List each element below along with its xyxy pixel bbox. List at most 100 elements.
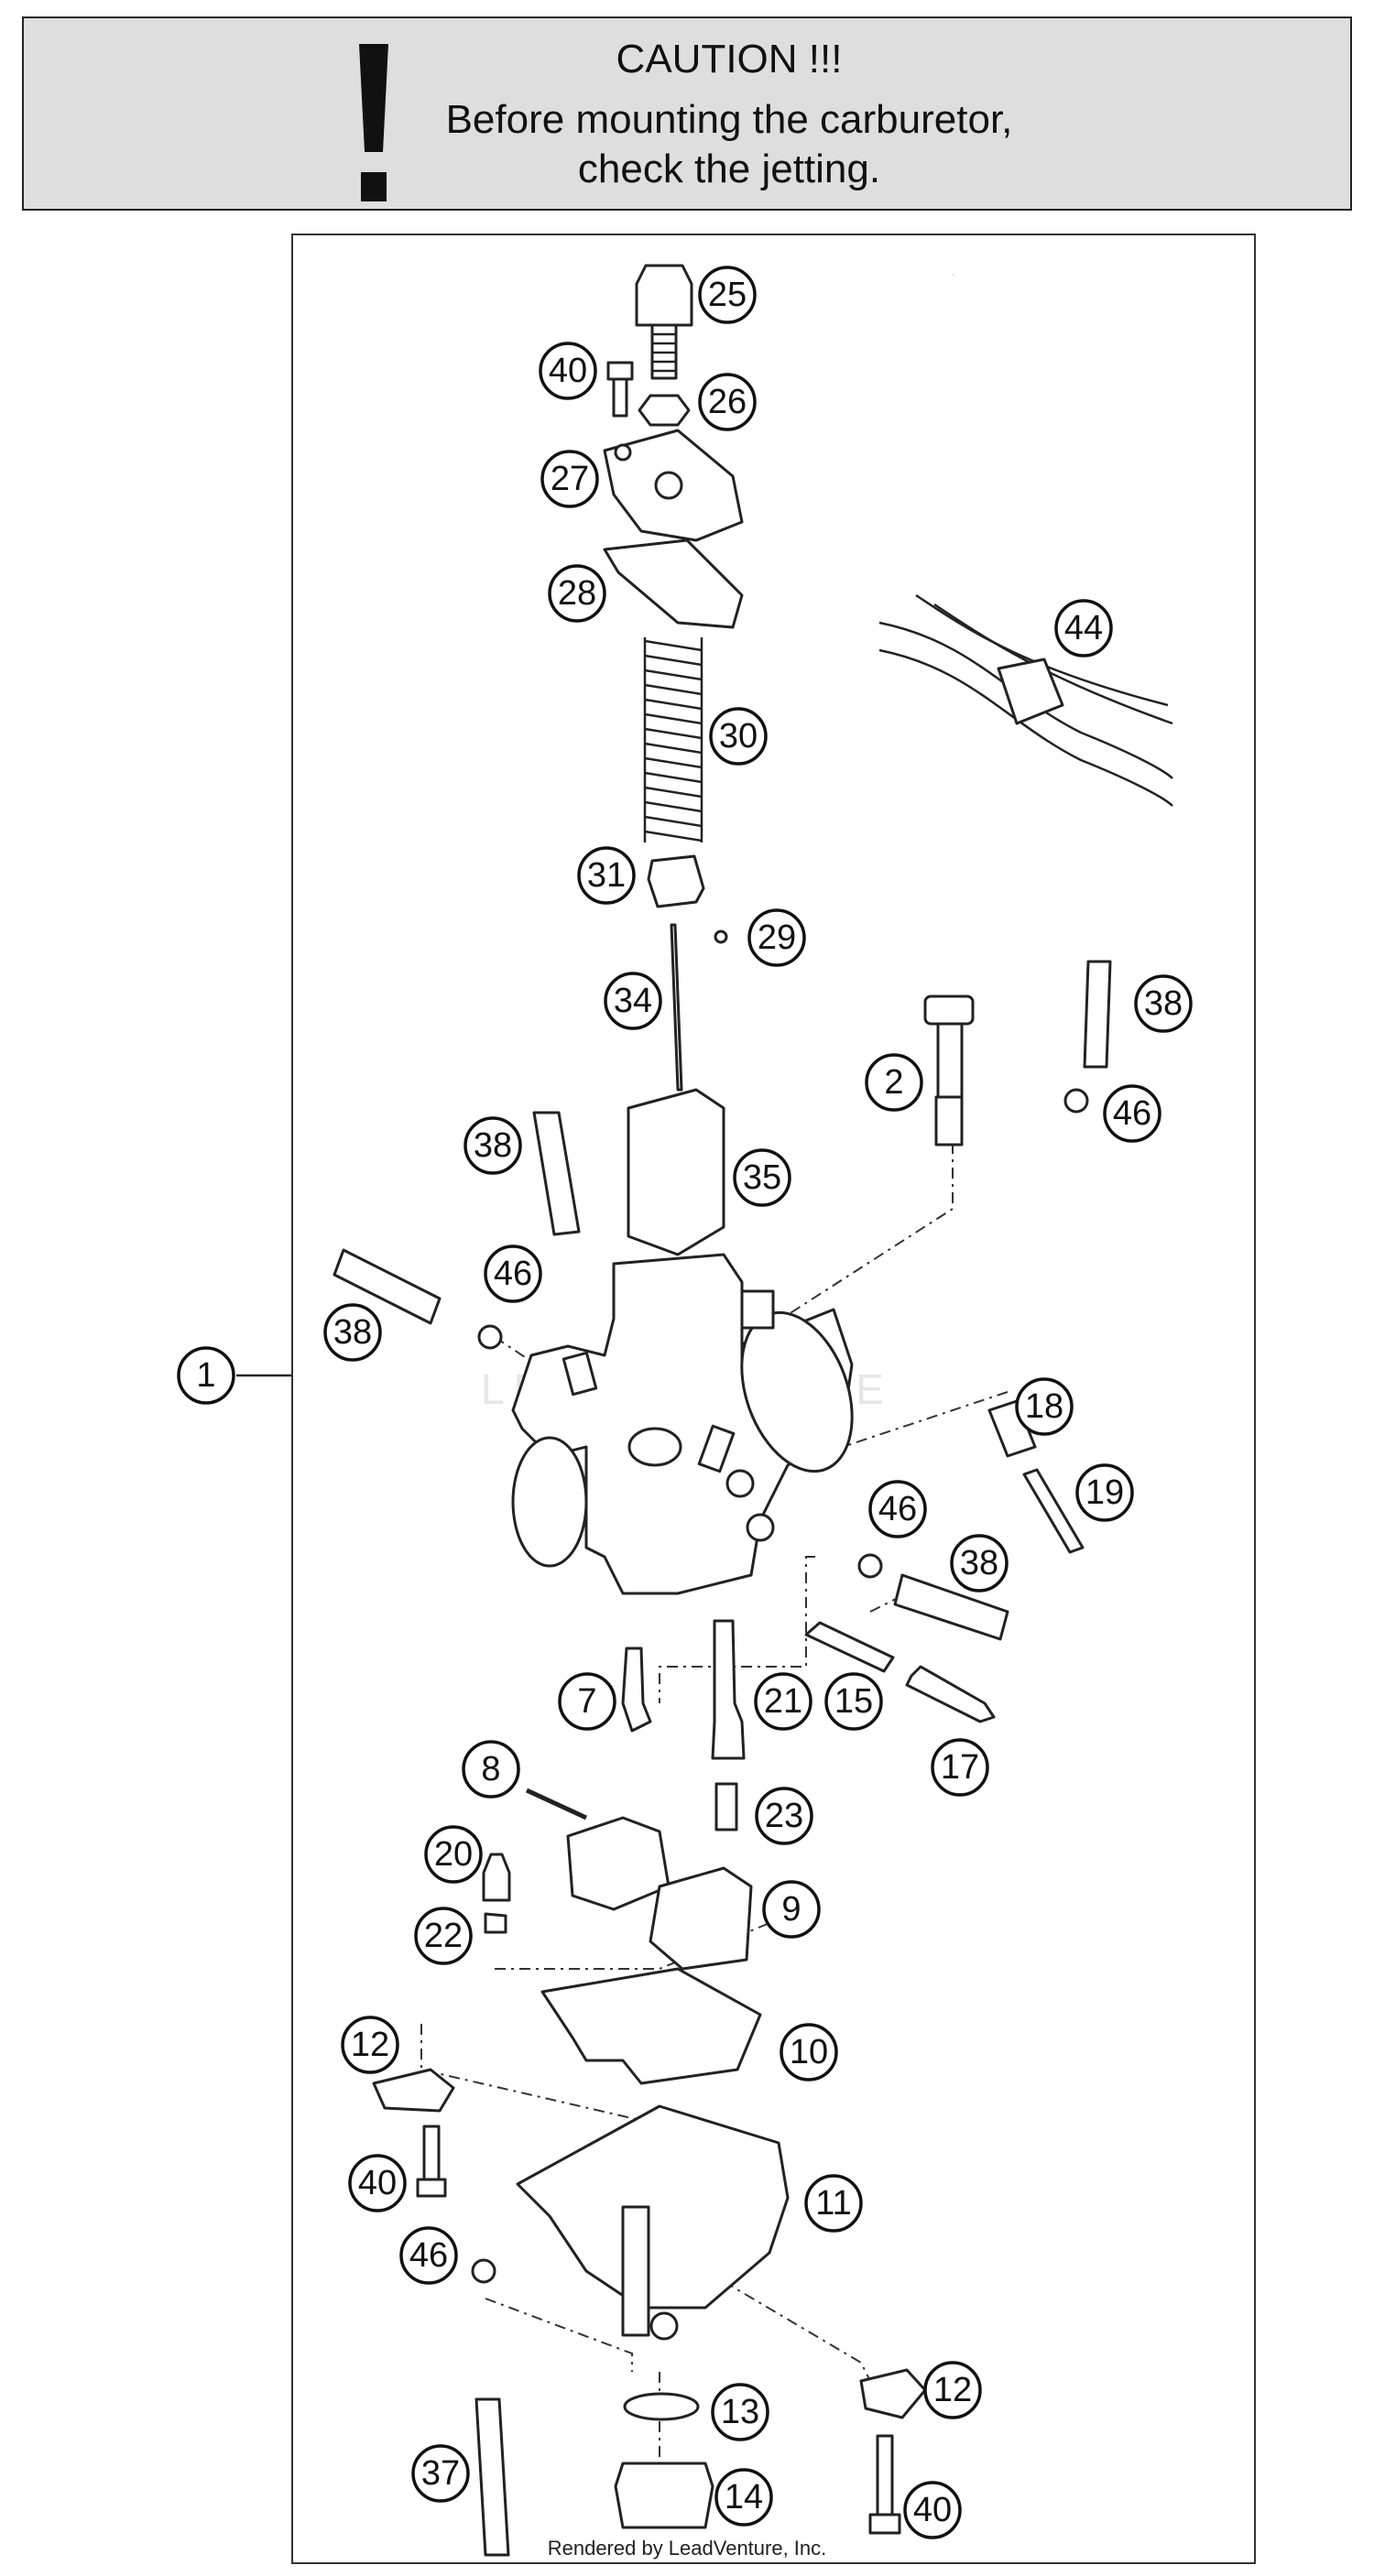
part-needle-jet [711, 1619, 746, 1760]
callout-18: 18 [1015, 1377, 1074, 1436]
part-float-left [566, 1816, 671, 1911]
svg-text:20: 20 [434, 1835, 473, 1874]
callout-38-top-right: 38 [1134, 974, 1193, 1033]
svg-text:9: 9 [781, 1890, 801, 1929]
caution-line-2: check the jetting. [577, 147, 881, 191]
caution-title: CAUTION !!! [616, 37, 843, 82]
callout-28: 28 [548, 564, 606, 623]
part-retainer [647, 854, 705, 908]
svg-text:10: 10 [790, 2033, 828, 2071]
callout-40-top: 40 [539, 342, 597, 400]
part-bracket-upper [372, 2068, 455, 2113]
svg-text:2: 2 [884, 1063, 903, 1102]
svg-text:38: 38 [960, 1544, 998, 1582]
callout-17: 17 [931, 1738, 989, 1797]
part-idle-screw [923, 995, 975, 1147]
part-float-pin [525, 1788, 588, 1821]
callout-2: 2 [865, 1053, 923, 1112]
part-clip-1 [1063, 1088, 1089, 1114]
callout-38-far-left: 38 [323, 1303, 382, 1362]
part-bowl-tube [621, 2205, 650, 2337]
part-nut [638, 394, 691, 427]
callout-40-mid: 40 [348, 2154, 407, 2212]
svg-text:46: 46 [494, 1255, 532, 1293]
part-screw-bottom [868, 2434, 901, 2535]
callout-44: 44 [1054, 599, 1113, 658]
svg-text:12: 12 [351, 2026, 389, 2064]
svg-text:13: 13 [721, 2393, 759, 2431]
callout-37: 37 [411, 2444, 470, 2503]
svg-text:25: 25 [708, 276, 747, 314]
svg-text:12: 12 [933, 2371, 972, 2409]
callout-15: 15 [824, 1672, 883, 1731]
svg-text:46: 46 [409, 2236, 448, 2275]
part-clip-4 [857, 1553, 883, 1579]
part-hose-left [532, 1111, 581, 1236]
part-o-ring [623, 2392, 700, 2421]
footer-credit: Rendered by LeadVenture, Inc. [547, 2537, 827, 2560]
svg-text:35: 35 [743, 1158, 781, 1197]
callout-14: 14 [714, 2468, 773, 2527]
svg-text:19: 19 [1085, 1473, 1124, 1512]
callout-1: 1 [177, 1346, 235, 1405]
callout-12-upper: 12 [341, 2016, 399, 2074]
svg-text:11: 11 [815, 2184, 851, 2223]
caution-banner: CAUTION !!! Before mounting the carburet… [22, 16, 1352, 211]
part-bracket-lower [859, 2368, 927, 2419]
part-hose-far-left [333, 1248, 442, 1325]
svg-text:44: 44 [1064, 609, 1103, 647]
part-carburetor-body [511, 1253, 854, 1595]
callout-46-bottom-left: 46 [399, 2226, 458, 2285]
part-drain-plug [614, 2462, 714, 2529]
callout-40-bottom: 40 [903, 2481, 962, 2539]
part-float-needle [482, 1853, 511, 1902]
svg-text:46: 46 [1113, 1094, 1151, 1133]
part-screw-mid [416, 2125, 447, 2198]
callout-12-lower: 12 [923, 2361, 982, 2419]
callout-9: 9 [762, 1880, 821, 1939]
part-hose-right-mid [893, 1573, 1009, 1641]
part-needle [670, 923, 683, 1092]
callout-27: 27 [540, 450, 599, 508]
part-spring-15 [804, 1621, 895, 1673]
svg-text:40: 40 [913, 2491, 952, 2529]
callout-23: 23 [755, 1787, 813, 1845]
svg-text:27: 27 [551, 460, 589, 498]
svg-text:23: 23 [765, 1797, 803, 1835]
part-gasket-top [603, 538, 744, 629]
svg-text:40: 40 [549, 352, 587, 390]
svg-text:31: 31 [587, 856, 626, 895]
callout-46-top-right: 46 [1103, 1084, 1161, 1143]
part-spring [643, 632, 703, 842]
callout-11: 11 [804, 2174, 863, 2233]
svg-text:17: 17 [941, 1748, 979, 1787]
part-screw-top [606, 361, 634, 418]
parts-frame [291, 234, 1256, 2564]
part-screw-19 [1022, 1468, 1085, 1554]
svg-text:1: 1 [196, 1356, 215, 1395]
part-main-jet [714, 1782, 738, 1831]
part-slide [627, 1088, 725, 1256]
callout-10: 10 [780, 2023, 838, 2081]
callout-19: 19 [1075, 1463, 1134, 1522]
callout-35: 35 [733, 1148, 791, 1207]
callout-46-mid-right: 46 [868, 1480, 927, 1538]
part-small-spring [987, 1399, 1037, 1458]
callout-38-right-mid: 38 [950, 1534, 1009, 1592]
svg-text:15: 15 [834, 1682, 873, 1721]
callout-34: 34 [604, 972, 662, 1030]
part-float-bowl [516, 2104, 790, 2310]
callout-13: 13 [711, 2383, 769, 2441]
exclamation-icon [359, 44, 388, 201]
part-clip-3 [477, 1324, 503, 1350]
svg-text:18: 18 [1025, 1387, 1063, 1426]
callout-30: 30 [709, 707, 768, 766]
svg-text:38: 38 [474, 1126, 512, 1165]
svg-text:38: 38 [333, 1313, 372, 1352]
callout-46-left: 46 [484, 1245, 542, 1303]
svg-text:38: 38 [1144, 984, 1183, 1023]
svg-text:21: 21 [764, 1682, 802, 1721]
part-float-right [649, 1866, 753, 1971]
callout-38-left: 38 [463, 1116, 522, 1175]
